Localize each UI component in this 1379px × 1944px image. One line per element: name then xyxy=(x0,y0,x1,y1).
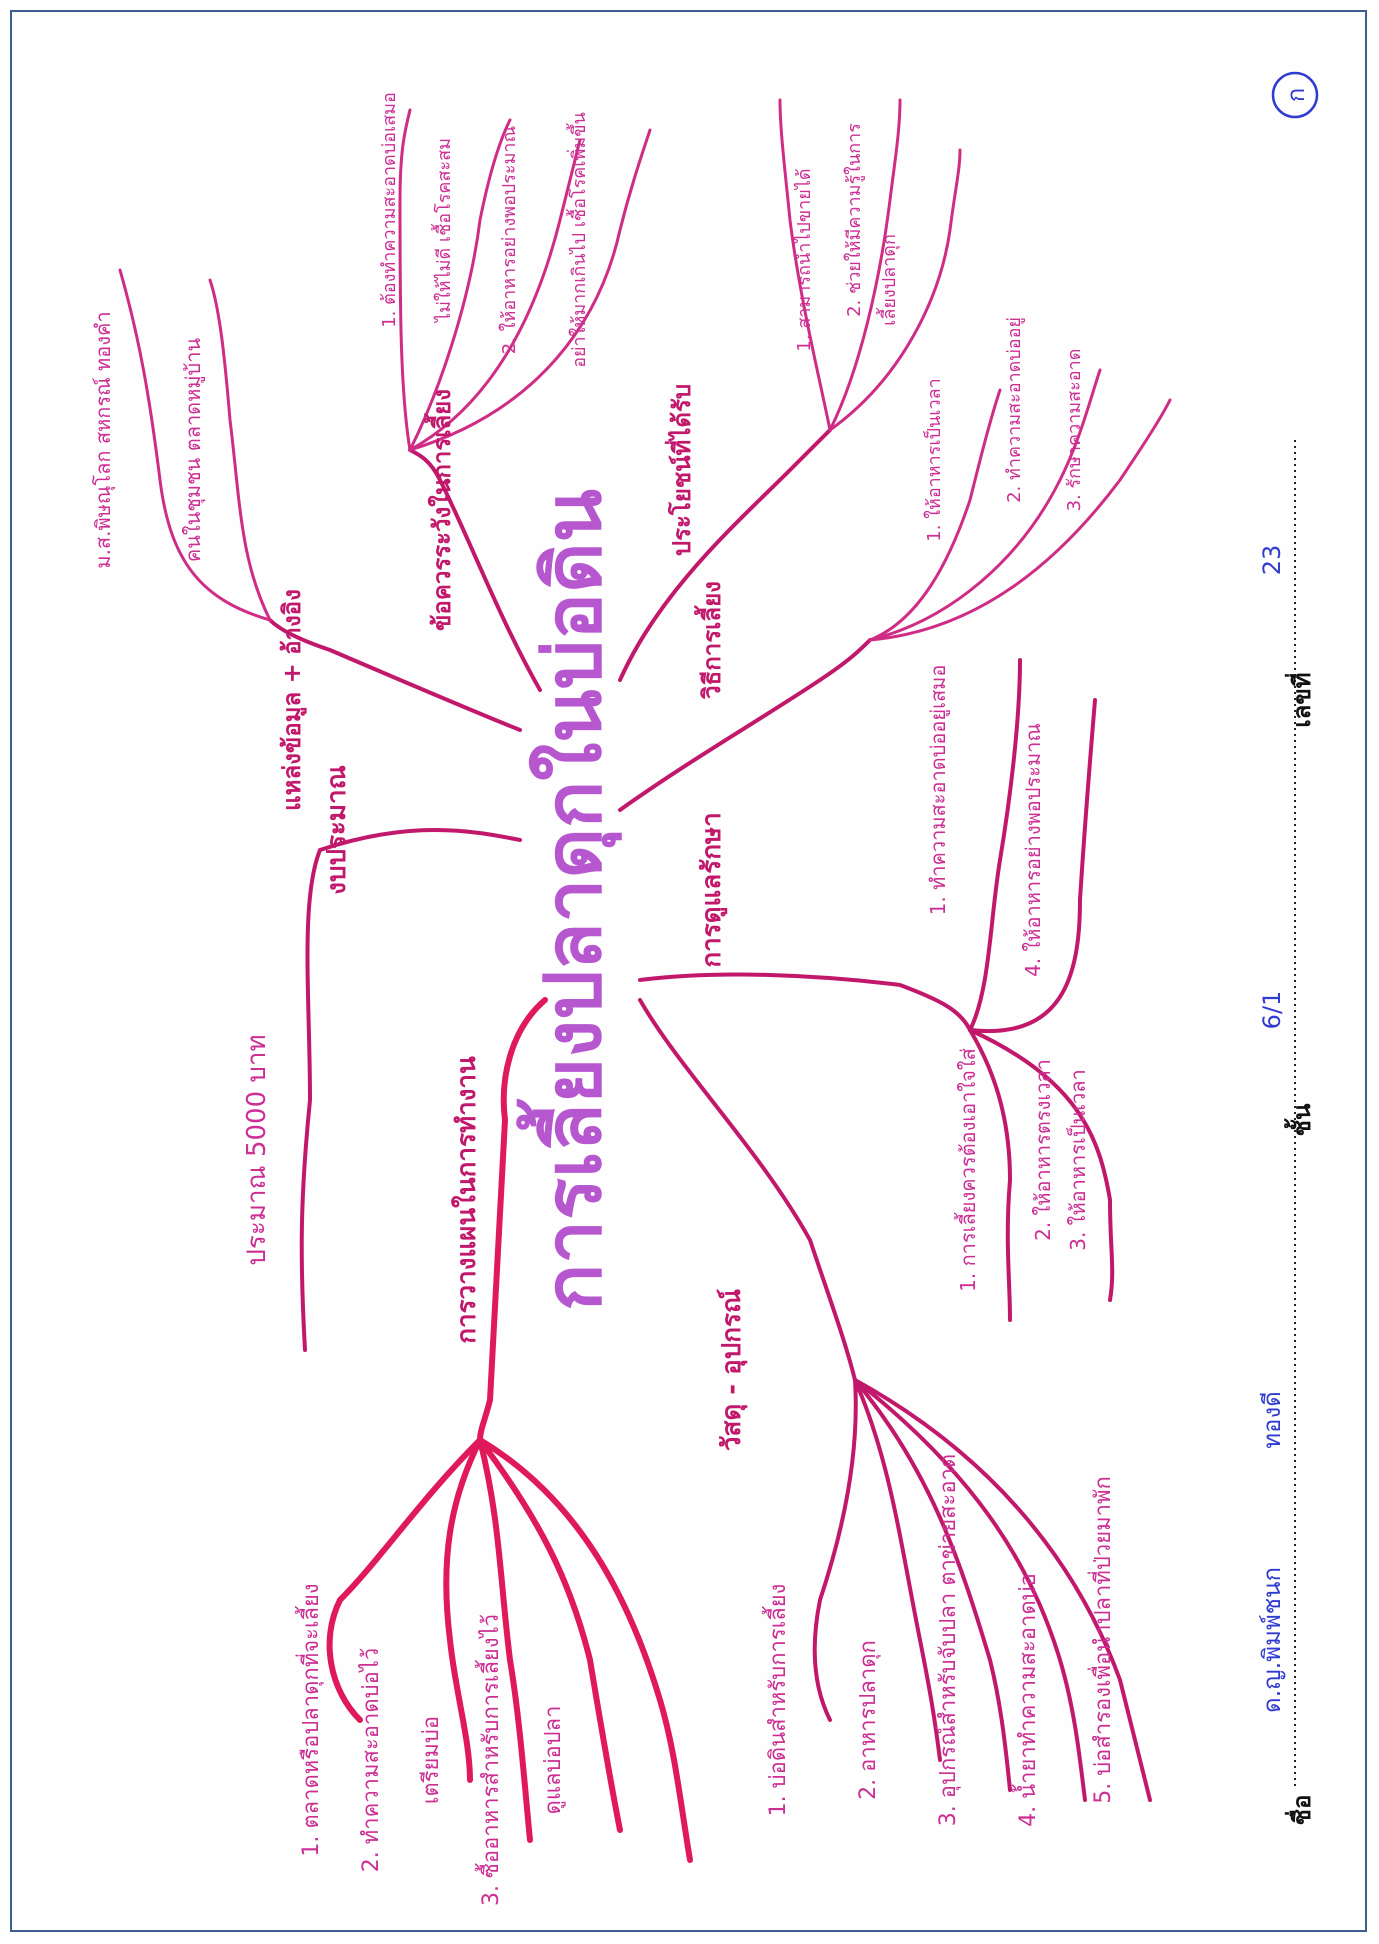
caution-item-4: อย่าให้มากเกินไป เชื้อโรคเพิ่มขึ้น xyxy=(566,112,590,368)
branch-budget: งบประมาณ ประมาณ 5000 บาท xyxy=(242,765,352,1265)
sources-label: แหล่งข้อมูล + อ้างอิง xyxy=(278,589,307,811)
care-item-3: 2. ให้อาหารตรงเวลา xyxy=(1031,1059,1055,1241)
equipment-item-3: 3. อุปกรณ์สำหรับจับปลา ตาข่ายสะอาด xyxy=(936,1454,961,1826)
corner-mark-text: ก xyxy=(1282,88,1310,103)
planning-item-1: 1. ตลาดหรือปลาดุกที่จะเลี้ยง xyxy=(295,1583,324,1856)
method-label: วิธีการเลี้ยง xyxy=(693,581,726,699)
footer-number-label: เลขที่ xyxy=(1284,672,1316,727)
footer-surname-value: ทองดี xyxy=(1258,1391,1286,1449)
sources-item-1: ม.ส.พิษณุโลก สหกรณ์ ทองคำ xyxy=(91,311,116,568)
footer-name-value: ด.ญ.พิมพ์ชนก xyxy=(1258,1567,1286,1713)
budget-item-1: ประมาณ 5000 บาท xyxy=(242,1034,272,1265)
corner-mark: ก xyxy=(1273,73,1317,117)
planning-item-5: ดูแลบ่อปลา xyxy=(541,1706,566,1815)
method-item-3: 3. รักษาความสะอาด xyxy=(1064,349,1085,512)
care-item-1: 1. ทำความสะอาดบ่ออยู่เสมอ xyxy=(926,665,951,916)
benefits-item-3: เลี้ยงปลาดุก xyxy=(876,234,900,326)
equipment-item-5: 5. บ่อสำรองเพื่อนำปลาที่ป่วยมาพัก xyxy=(1087,1476,1116,1804)
footer-class-value: 6/1 xyxy=(1258,991,1286,1030)
method-item-2: 2. ทำความสะอาดบ่ออยู่ xyxy=(1004,317,1025,503)
planning-item-4: 3. ซื้ออาหารสำหรับการเลี้ยงไว้ xyxy=(475,1614,504,1906)
equipment-item-1: 1. บ่อดินสำหรับการเลี้ยง xyxy=(762,1584,791,1817)
benefits-label: ประโยชน์ที่ได้รับ xyxy=(664,384,696,556)
care-label: การดูแลรักษา xyxy=(697,812,728,967)
footer-class-label: ชั้น xyxy=(1283,1103,1316,1136)
equipment-item-2: 2. อาหารปลาดุก xyxy=(856,1640,881,1800)
footer-number-value: 23 xyxy=(1258,545,1286,576)
central-title: การเลี้ยงปลาดุกในบ่อดิน xyxy=(516,489,622,1311)
planning-label: การวางแผนในการทำงาน xyxy=(451,1056,482,1344)
footer: ชื่อ ด.ญ.พิมพ์ชนก ทองดี ชั้น 6/1 เลขที่ … xyxy=(1258,440,1316,1825)
benefits-item-2: 2. ช่วยให้มีความรู้ในการ xyxy=(843,123,865,317)
benefits-item-1: 1. สามารถนำไปขายได้ xyxy=(793,168,815,351)
budget-label: งบประมาณ xyxy=(322,765,352,895)
equipment-label: วัสดุ - อุปกรณ์ xyxy=(716,1289,748,1451)
branch-care: การดูแลรักษา 1. ทำความสะอาดบ่ออยู่เสมอ 1… xyxy=(697,665,1090,1292)
sources-item-2: คนในชุมชน ตลาดหมู่บ้าน xyxy=(181,338,206,563)
title-text: การเลี้ยงปลาดุกในบ่อดิน xyxy=(516,489,622,1311)
caution-item-1: 1. ต้องทำความสะอาดบ่อเสมอ xyxy=(379,92,400,328)
care-item-5: 3. ให้อาหารเป็นเวลา xyxy=(1065,1069,1090,1251)
branch-sources: แหล่งข้อมูล + อ้างอิง ม.ส.พิษณุโลก สหกรณ… xyxy=(91,311,307,810)
care-item-2: 1. การเลี้ยงควรต้องเอาใจใส่ xyxy=(954,1048,980,1292)
caution-item-3: 2. ให้อาหารอย่างพอประมาณ xyxy=(498,126,520,354)
planning-item-2: 2. ทำความสะอาดบ่อไว้ xyxy=(358,1648,384,1872)
footer-name-label: ชื่อ xyxy=(1284,1795,1316,1826)
equipment-item-4: 4. น้ำยาทำความสะอาดบ่อ xyxy=(1012,1573,1041,1827)
care-item-4: 4. ให้อาหารอย่างพอประมาณ xyxy=(1021,723,1045,977)
caution-label: ข้อควรระวังในการเลี้ยง xyxy=(423,389,456,631)
caution-item-2: ไม่ให้ไม่ดี เชื้อโรคสะสม xyxy=(431,138,455,324)
planning-item-3: เตรียมบ่อ xyxy=(419,1716,444,1804)
method-item-1: 1. ให้อาหารเป็นเวลา xyxy=(922,378,945,541)
